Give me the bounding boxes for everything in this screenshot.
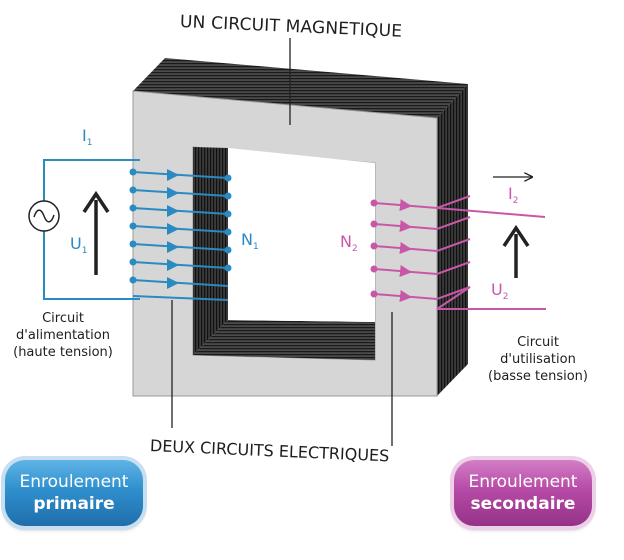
- secondary-circuit: [436, 207, 546, 310]
- core-side-face: [437, 84, 468, 396]
- primary-voltage-label: U1: [70, 234, 88, 257]
- secondary-button-line1: Enroulement: [468, 472, 578, 492]
- arrow-up-icon: [82, 190, 110, 275]
- primary-turns-label: N1: [241, 230, 259, 253]
- window-inner-bottom: [193, 320, 375, 360]
- ac-source-icon: [28, 200, 60, 232]
- primary-button-line2: primaire: [33, 494, 115, 514]
- primary-circuit: [43, 159, 140, 300]
- primary-current-label: I1: [82, 126, 93, 149]
- secondary-winding-button[interactable]: Enroulement secondaire: [454, 460, 592, 526]
- core-top-face: [133, 58, 468, 118]
- primary-circuit-description: Circuit d'alimentation (haute tension): [13, 311, 113, 360]
- window-inner-left: [193, 147, 228, 355]
- primary-winding: [129, 168, 232, 301]
- secondary-voltage-arrow-icon: [502, 224, 530, 278]
- window-opening: [228, 148, 375, 322]
- primary-winding-button[interactable]: Enroulement primaire: [5, 460, 143, 526]
- secondary-circuit-description: Circuit d'utilisation (basse tension): [488, 335, 588, 384]
- secondary-button-line2: secondaire: [470, 494, 576, 514]
- secondary-current-label: I2: [508, 184, 519, 207]
- primary-button-line1: Enroulement: [19, 472, 129, 492]
- secondary-turns-label: N2: [340, 232, 358, 255]
- secondary-voltage-label: U2: [491, 280, 509, 303]
